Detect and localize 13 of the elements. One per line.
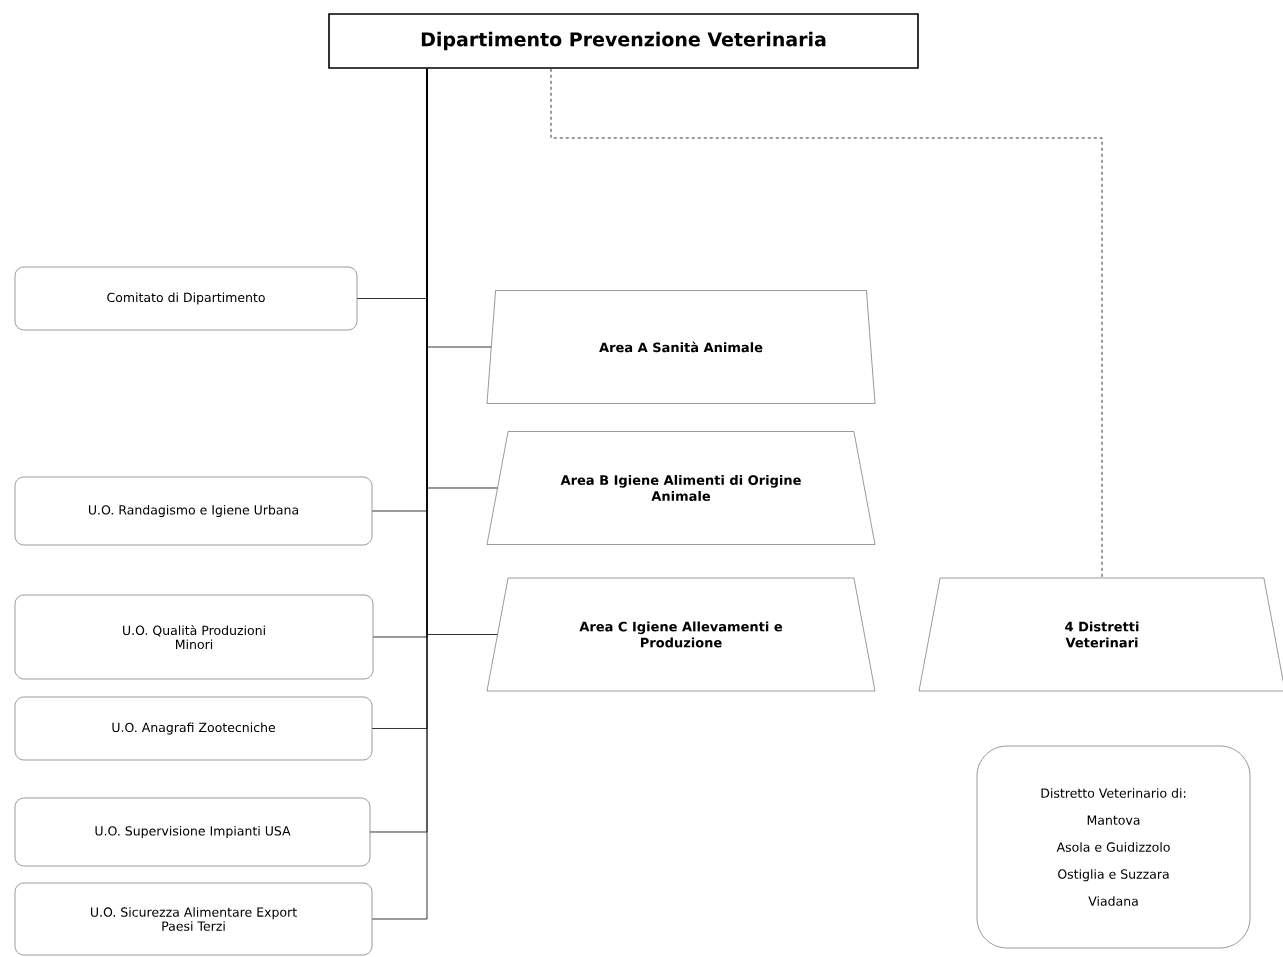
area-trapezoid: Area C Igiene Allevamenti e Produzione xyxy=(486,577,876,692)
unit-box: U.O. Sicurezza Alimentare Export Paesi Terzi xyxy=(14,882,373,956)
district-list-box: Distretto Veterinario di: Mantova Asola e Guidizzolo Ostiglia e Suzzara Viadana xyxy=(976,745,1251,949)
area-trapezoid: Area B Igiene Alimenti di Origine Animale xyxy=(486,431,876,545)
title-box: Dipartimento Prevenzione Veterinaria xyxy=(328,13,919,69)
unit-box: U.O. Randagismo e Igiene Urbana xyxy=(14,476,373,546)
area-trapezoid: 4 Distretti Veterinari xyxy=(918,577,1283,692)
unit-box: U.O. Qualità Produzioni Minori xyxy=(14,594,374,680)
unit-box: Comitato di Dipartimento xyxy=(14,266,358,331)
area-trapezoid: Area A Sanità Animale xyxy=(486,290,876,404)
unit-box: U.O. Supervisione Impianti USA xyxy=(14,797,371,867)
unit-box: U.O. Anagrafi Zootecniche xyxy=(14,696,373,761)
connector-line xyxy=(550,68,1103,579)
